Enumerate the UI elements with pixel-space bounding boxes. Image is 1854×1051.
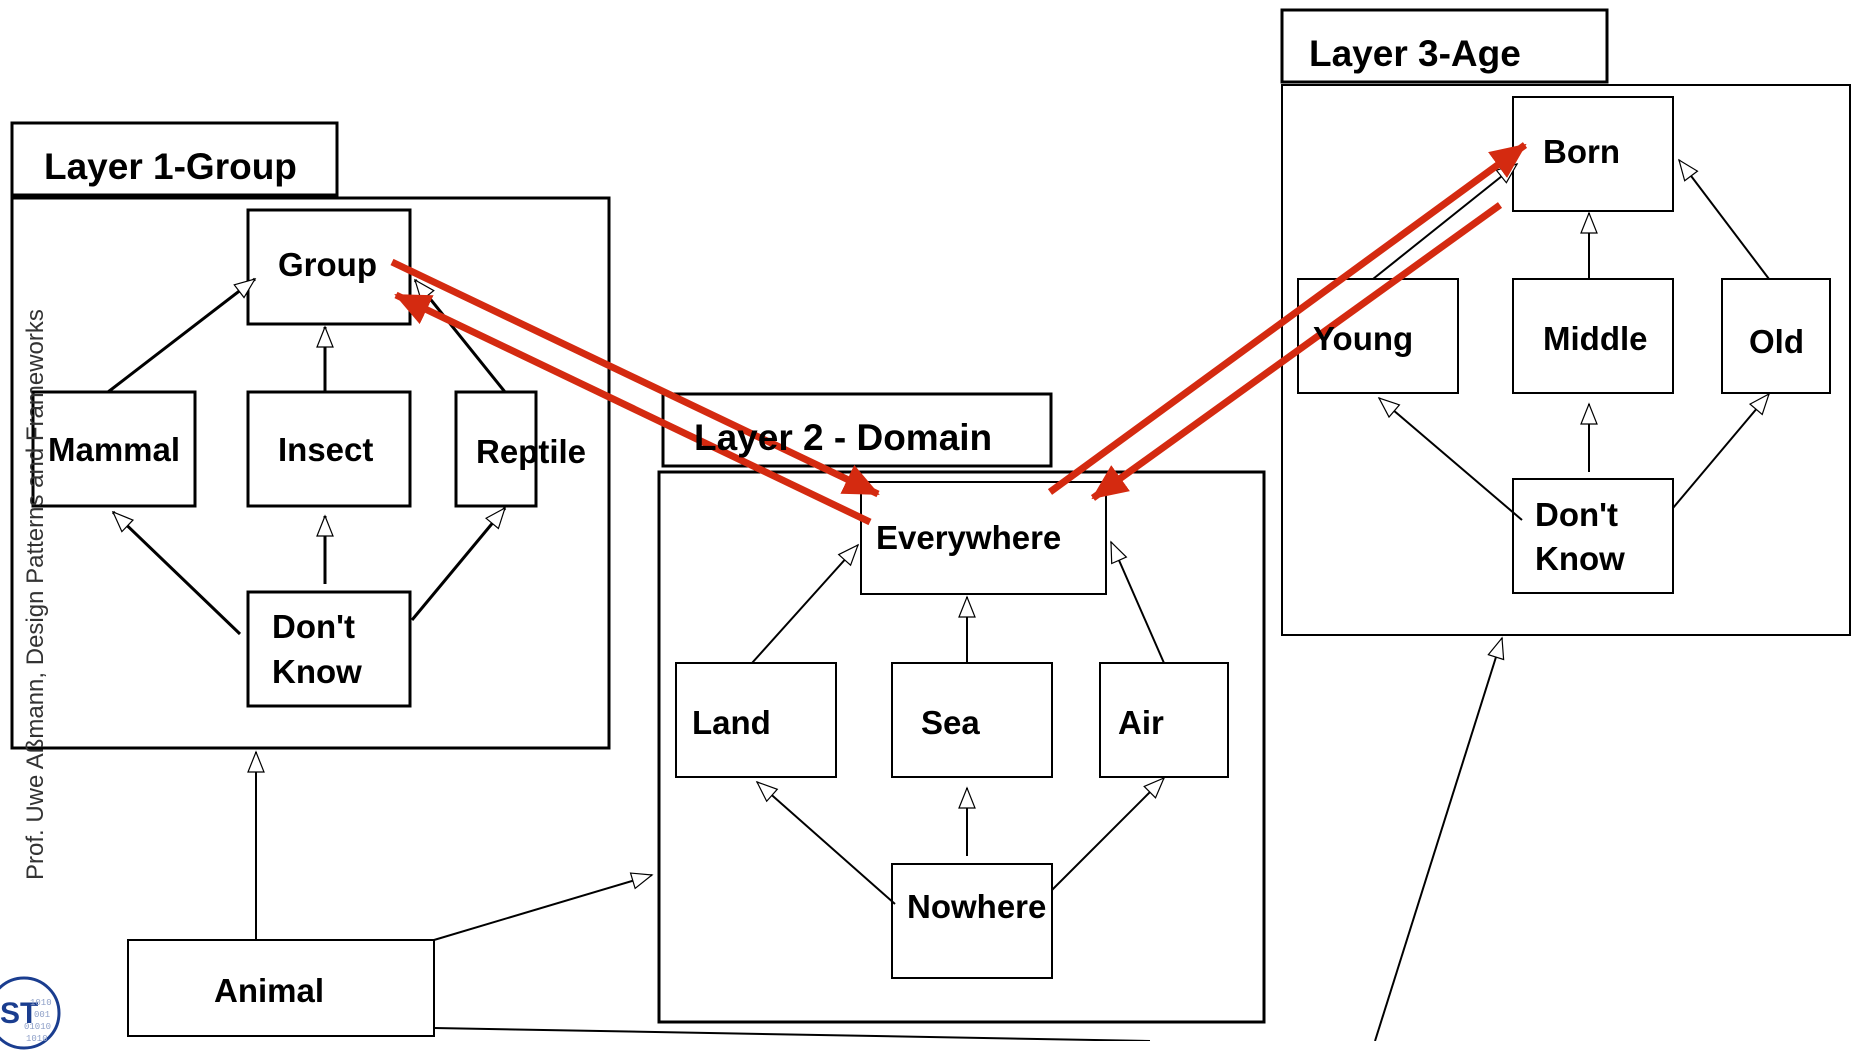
edge-nowhere-land xyxy=(755,780,896,905)
edge-land-everywhere xyxy=(751,543,860,664)
layer3-title: Layer 3-Age xyxy=(1309,33,1521,74)
layer1-title-box xyxy=(10,121,339,197)
node-dontknow1-label-line1: Don't xyxy=(272,608,355,645)
node-land-box xyxy=(675,662,837,778)
node-dontknow3-box xyxy=(1512,478,1674,594)
node-group-box xyxy=(246,208,412,326)
node-air-box xyxy=(1099,662,1229,778)
node-sea-box xyxy=(891,662,1053,778)
svg-text:001: 001 xyxy=(34,1010,50,1020)
node-air-label: Air xyxy=(1118,704,1164,741)
svg-text:1010: 1010 xyxy=(30,998,52,1008)
node-old-label: Old xyxy=(1749,323,1804,360)
svg-text:01010: 01010 xyxy=(24,1022,51,1032)
node-middle-box xyxy=(1512,278,1674,394)
logo: ST 1010 001 01010 1010 xyxy=(0,976,61,1050)
node-born-label: Born xyxy=(1543,133,1620,170)
edge-to-layer3 xyxy=(1374,636,1505,1041)
edge-dontknow3-young xyxy=(1377,396,1523,521)
edge-dontknow3-old xyxy=(1672,392,1771,509)
author-credit: Prof. Uwe Aßmann, Design Patterns and Fr… xyxy=(22,309,49,880)
node-mammal-box xyxy=(31,390,197,508)
node-everywhere-box xyxy=(860,481,1107,595)
node-mammal-label: Mammal xyxy=(48,431,181,468)
edge-animal-layer2 xyxy=(433,872,654,941)
layer1-title: Layer 1-Group xyxy=(44,146,297,187)
node-reptile-label: Reptile xyxy=(476,433,587,470)
node-old-box xyxy=(1721,278,1831,394)
node-nowhere-box xyxy=(891,863,1053,979)
red-arrow-born-to-everywhere xyxy=(1090,202,1503,501)
layer2-frame xyxy=(657,470,1266,1024)
edge-nowhere-air xyxy=(1051,776,1166,891)
edge-old-born xyxy=(1678,158,1770,280)
node-everywhere-label: Everywhere xyxy=(876,519,1062,556)
node-animal-label: Animal xyxy=(214,972,325,1009)
node-sea-label: Sea xyxy=(921,704,980,741)
edge-young-born xyxy=(1372,162,1519,280)
node-group-label: Group xyxy=(278,246,377,283)
edge-mammal-group xyxy=(107,277,257,394)
node-middle-label: Middle xyxy=(1543,320,1648,357)
node-dontknow1-box xyxy=(246,590,412,708)
red-arrow-group-to-everywhere xyxy=(390,258,880,498)
node-young-label: Young xyxy=(1313,320,1414,357)
layer3-title-box xyxy=(1280,8,1609,84)
node-insect-label: Insect xyxy=(278,431,374,468)
edge-air-everywhere xyxy=(1110,540,1165,664)
node-reptile-box xyxy=(454,390,538,508)
edge-dontknow1-mammal xyxy=(111,510,242,636)
svg-text:1010: 1010 xyxy=(26,1034,48,1044)
node-land-label: Land xyxy=(692,704,771,741)
layer2-title: Layer 2 - Domain xyxy=(694,417,993,458)
node-nowhere-label: Nowhere xyxy=(907,888,1047,925)
node-insect-box xyxy=(246,390,412,508)
edge-dontknow1-reptile xyxy=(410,506,507,621)
red-arrow-everywhere-to-group xyxy=(394,291,872,526)
node-animal-box xyxy=(127,939,435,1037)
edge-animal-layer3 xyxy=(433,1027,1151,1041)
node-dontknow3-label-line1: Don't xyxy=(1535,496,1618,533)
svg-text:ST: ST xyxy=(0,997,38,1030)
node-dontknow3-label-line2: Know xyxy=(1535,540,1625,577)
red-arrow-everywhere-to-born xyxy=(1047,142,1528,495)
node-dontknow1-label-line2: Know xyxy=(272,653,362,690)
node-young-box xyxy=(1297,278,1459,394)
layer1-frame xyxy=(10,196,611,750)
